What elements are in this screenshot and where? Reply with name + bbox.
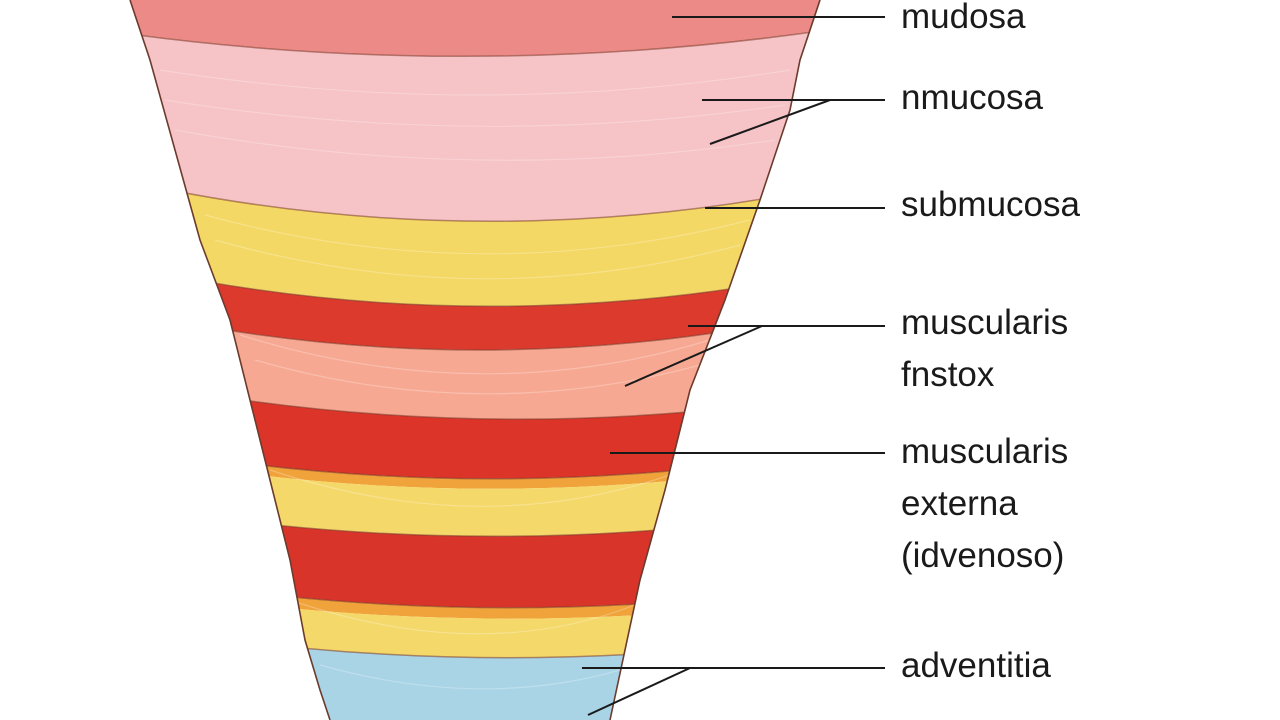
leader-line-muscularis-b xyxy=(624,325,763,387)
salmon-layer xyxy=(130,305,820,420)
label-nmucosa: nmucosa xyxy=(901,72,1043,124)
yellow-layer-1 xyxy=(130,175,820,307)
label-muscularis-externa: muscularis externa (idvenoso) xyxy=(901,426,1068,582)
leader-line-adventitia-b xyxy=(587,667,691,716)
label-muscularis-externa-line-2: externa xyxy=(901,484,1018,523)
light-pink-layer xyxy=(130,25,820,222)
label-muscularis-fnstox: muscularis fnstox xyxy=(901,297,1068,401)
label-submucosa-line-1: submucosa xyxy=(901,185,1080,224)
cone-outline xyxy=(129,0,821,720)
leader-lines xyxy=(582,16,885,716)
label-mudosa: mudosa xyxy=(901,0,1026,43)
label-submucosa: submucosa xyxy=(901,179,1080,231)
label-nmucosa-line-1: nmucosa xyxy=(901,78,1044,117)
top-pink-layer xyxy=(130,0,820,57)
label-muscularis-fnstox-line-2: fnstox xyxy=(901,355,995,394)
cone-body xyxy=(130,0,820,720)
label-adventitia: adventitia xyxy=(901,640,1051,692)
label-muscularis-externa-line-1: muscularis xyxy=(901,432,1069,471)
fiber-texture xyxy=(159,69,791,690)
label-muscularis-fnstox-line-1: muscularis xyxy=(901,303,1069,342)
leader-line-nmucosa-b xyxy=(709,99,831,145)
label-muscularis-externa-line-3: (idvenoso) xyxy=(901,536,1065,575)
label-adventitia-line-1: adventitia xyxy=(901,646,1051,685)
label-mudosa-line-1: mudosa xyxy=(901,0,1026,36)
red-layer-1 xyxy=(130,260,820,350)
